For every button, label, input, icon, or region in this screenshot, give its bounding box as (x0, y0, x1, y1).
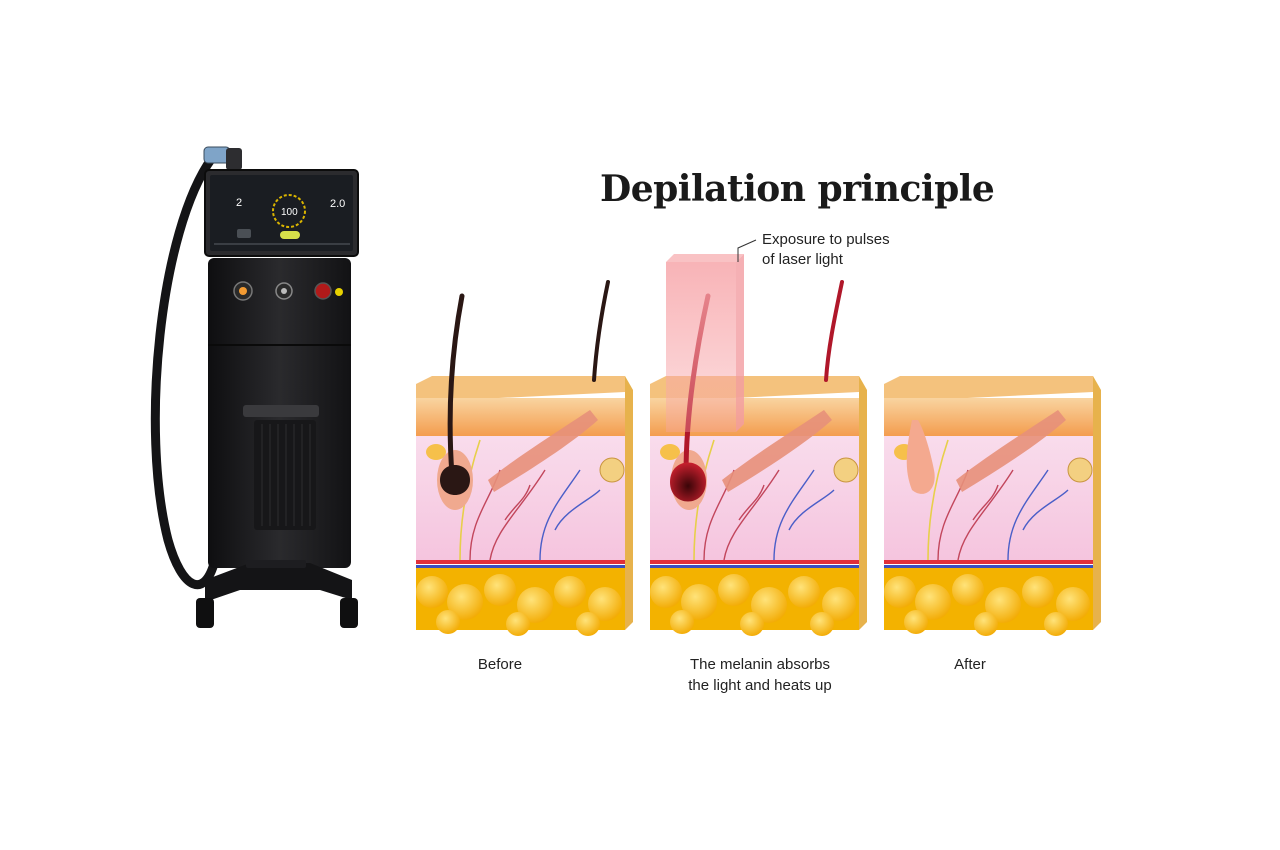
caption-before-line1: Before (477, 656, 523, 673)
screen-center-value: 100 (281, 207, 298, 218)
annotation-leader (737, 239, 757, 262)
laser-machine (150, 146, 359, 628)
hair-shaft (447, 293, 465, 478)
laser-annotation-line2: of laser light (762, 251, 843, 268)
laser-beam (666, 262, 736, 432)
screen-start-pill (280, 231, 300, 239)
heated-hair-bulb (670, 462, 706, 502)
hair-bulb (440, 465, 470, 495)
handle (243, 405, 319, 417)
caption-after: After (920, 654, 1020, 675)
caption-during-line1: The melanin absorbs (689, 656, 831, 673)
skin-panel-during (650, 254, 867, 636)
vent-grill (254, 420, 316, 530)
caption-during-line2: the light and heats up (688, 677, 832, 694)
emergency-button (314, 282, 332, 300)
laser-annotation-line1: Exposure to pulses (762, 231, 890, 248)
caption-during: The melanin absorbs the light and heats … (660, 654, 860, 696)
laser-annotation: Exposure to pulses of laser light (762, 230, 890, 270)
wheel-base (205, 563, 352, 602)
handpiece-cable (150, 153, 220, 589)
screen-left-value: 2 (236, 197, 242, 209)
skin-panel-before (416, 280, 633, 636)
device-screen (204, 169, 359, 257)
diagram-title: Depilation principle (600, 168, 995, 210)
empty-follicle (906, 420, 935, 494)
caption-before: Before (440, 654, 560, 675)
skin-panel-after (884, 376, 1101, 636)
screen-right-value: 2.0 (330, 198, 345, 210)
caption-after-line1: After (954, 656, 986, 673)
